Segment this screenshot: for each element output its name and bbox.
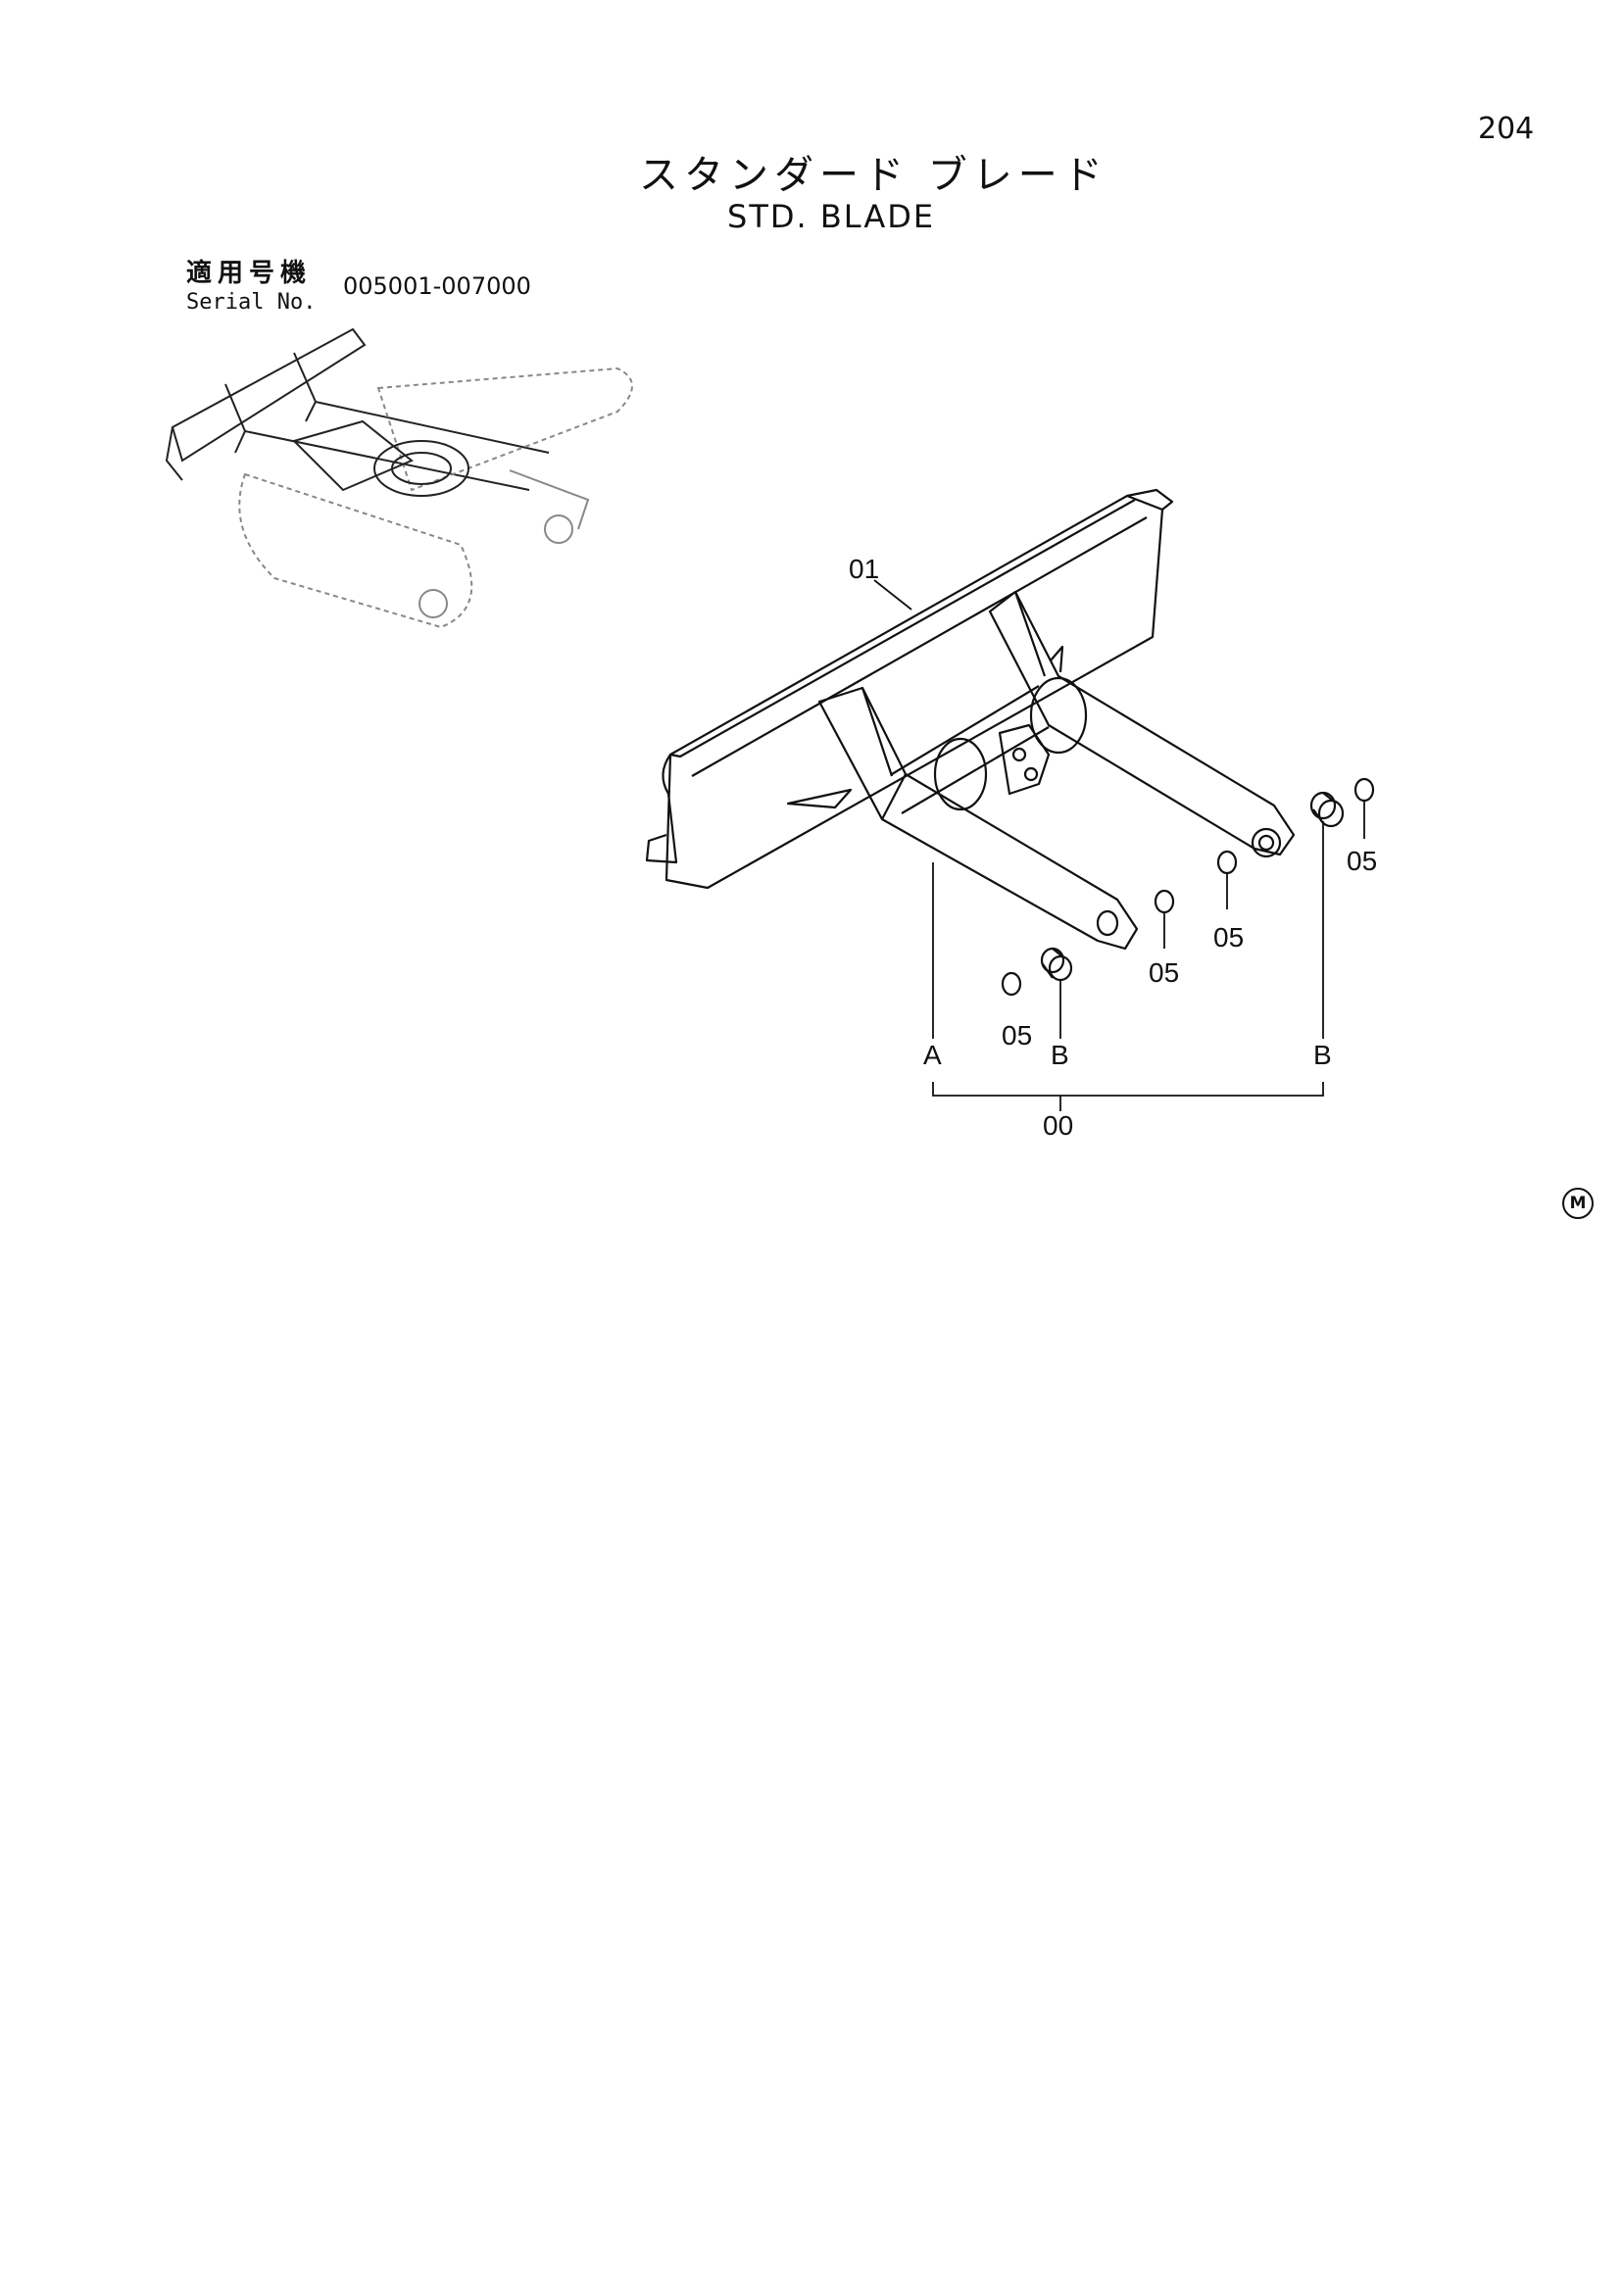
hardware-items: [1001, 777, 1375, 997]
label-part-01: 01: [849, 554, 879, 584]
label-part-05-right-upper: 05: [1347, 846, 1377, 876]
o-ring-left-lower: [1001, 971, 1022, 997]
leader-lines: [873, 579, 1365, 1111]
o-ring-right-upper: [1353, 777, 1375, 803]
corner-m-mark: M: [1562, 1188, 1594, 1219]
serial-number-range: 005001-007000: [343, 272, 531, 300]
label-ref-b-left: B: [1051, 1040, 1069, 1070]
machine-overview-sketch: [165, 327, 633, 629]
page-title-english: STD. BLADE: [727, 198, 936, 235]
left-push-arm: [817, 686, 1139, 951]
blade-assembly-drawing: [645, 488, 1296, 951]
bushing-left: [1040, 947, 1073, 982]
o-ring-left-upper: [1154, 889, 1175, 914]
bushing-right: [1309, 791, 1345, 828]
blade-plate: [664, 494, 1164, 890]
label-part-05-left-lower: 05: [1002, 1020, 1032, 1050]
o-ring-right-lower: [1216, 850, 1238, 875]
page-number: 204: [1478, 112, 1535, 146]
label-ref-b-right: B: [1313, 1040, 1332, 1070]
label-part-00: 00: [1043, 1110, 1073, 1141]
serial-number-label: Serial No.: [186, 290, 317, 315]
part-labels: 01 05 05 05 05 A B B 00: [849, 554, 1377, 1141]
label-part-05-left-upper: 05: [1149, 957, 1179, 988]
label-ref-a: A: [923, 1040, 942, 1070]
right-push-arm: [988, 590, 1296, 856]
label-part-05-right-lower: 05: [1213, 922, 1244, 953]
applicable-machine-label: 適用号機: [186, 259, 313, 288]
page-title-japanese: スタンダード ブレード: [639, 153, 1108, 198]
